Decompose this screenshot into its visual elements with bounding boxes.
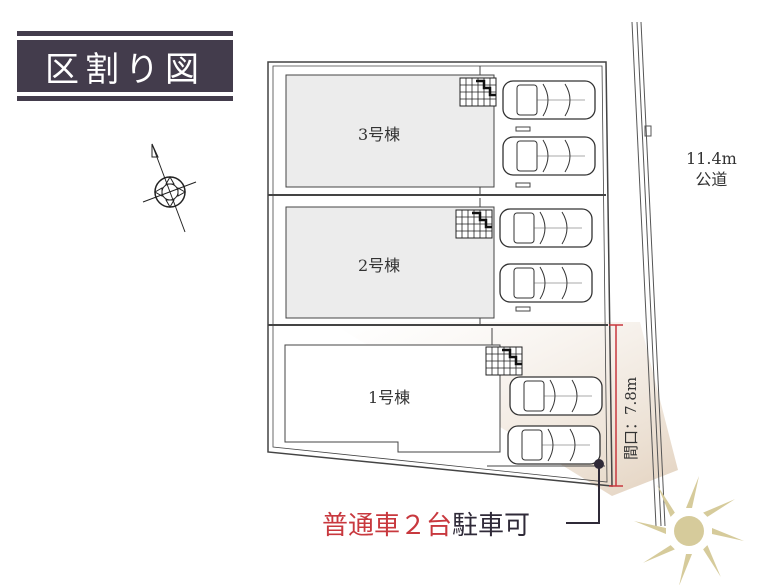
parking-count: 普通車２台 — [322, 511, 453, 541]
lot-label-3: 3号棟 — [358, 125, 401, 144]
compass-icon — [142, 143, 197, 233]
road-label: 11.4m 公道 — [686, 148, 737, 190]
lot-label-1: 1号棟 — [368, 388, 411, 407]
car-icon — [502, 80, 596, 120]
car-icon — [507, 425, 601, 465]
car-icon — [499, 263, 593, 303]
parking-text: 駐車可 — [452, 511, 531, 541]
car-icon — [502, 136, 596, 176]
frontage-dimension — [609, 324, 623, 487]
road — [631, 21, 666, 527]
title-bg — [17, 40, 233, 92]
sun-icon — [634, 476, 744, 585]
stair-icon — [484, 345, 524, 377]
divider — [17, 96, 233, 101]
car-icon — [509, 376, 603, 416]
building-3 — [285, 74, 495, 188]
divider — [17, 31, 233, 36]
frontage-label: 間口：7.8m — [622, 376, 640, 460]
parking-note: 普通車２台駐車可 — [322, 505, 530, 542]
stair-icon — [454, 208, 494, 240]
lot-label-2: 2号棟 — [358, 256, 401, 275]
car-icon — [499, 208, 593, 248]
road-width: 11.4m — [686, 149, 737, 168]
page-title: 区割り図 — [45, 49, 205, 90]
stair-icon — [458, 76, 498, 108]
building-1 — [284, 344, 501, 453]
road-type: 公道 — [695, 170, 728, 189]
title-banner: 区割り図 — [17, 31, 233, 103]
